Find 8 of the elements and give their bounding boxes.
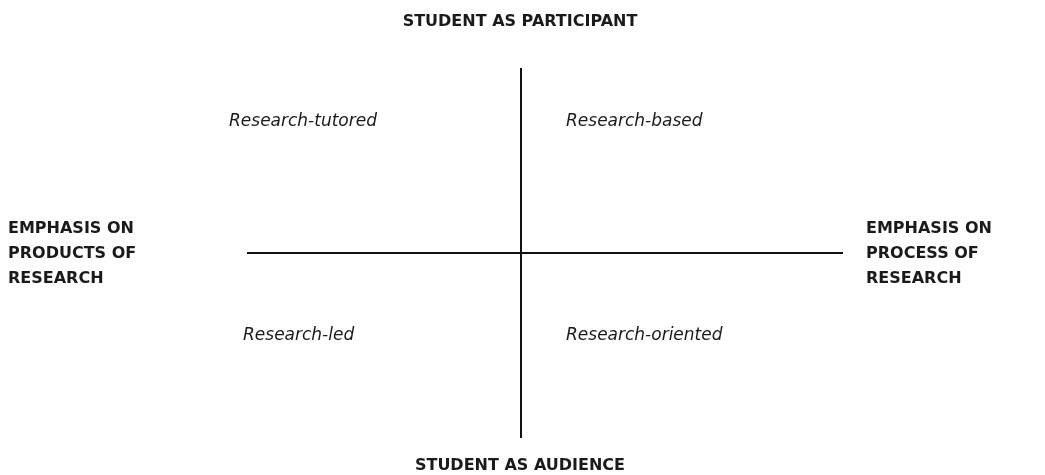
axis-label: EMPHASIS ON PRODUCTS OF RESEARCH (8, 217, 138, 289)
quadrant-label: Research-oriented (566, 323, 723, 346)
axis-label: STUDENT AS PARTICIPANT (401, 10, 639, 32)
quadrant-label: Research-tutored (229, 109, 377, 132)
quadrant-label: Research-led (243, 323, 355, 346)
axis-label: STUDENT AS AUDIENCE (413, 454, 627, 475)
axis-label: EMPHASIS ON PROCESS OF RESEARCH (866, 217, 993, 289)
quadrant-label: Research-based (566, 109, 703, 132)
